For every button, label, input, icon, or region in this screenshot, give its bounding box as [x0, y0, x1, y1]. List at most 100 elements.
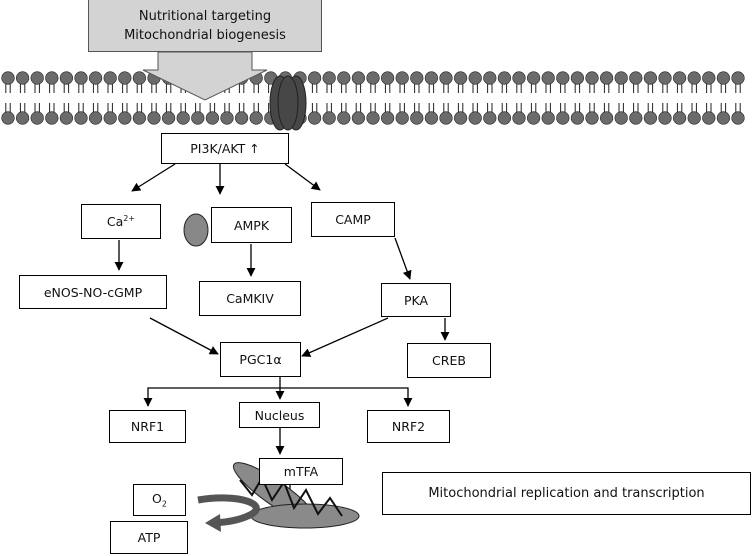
lipid-head [1, 111, 15, 125]
lipid-head [45, 111, 59, 125]
node-atp-label: ATP [137, 530, 161, 545]
node-mtfa-label: mTFA [283, 464, 319, 479]
lipid-head [585, 71, 599, 85]
lipid-head [541, 71, 555, 85]
lipid-head [132, 111, 146, 125]
node-pka: PKA [381, 283, 451, 317]
caption-label: Mitochondrial replication and transcript… [428, 486, 705, 501]
node-pgc1a-label: PGC1α [239, 352, 282, 367]
lipid-head [132, 71, 146, 85]
lipid-head [424, 71, 439, 85]
lipid-head [526, 111, 541, 125]
lipid-head [337, 71, 351, 85]
lipid-head [716, 71, 731, 85]
ampk-oval-shape [183, 213, 209, 247]
node-pgc1a: PGC1α [220, 342, 301, 377]
nutritional-targeting-banner: Nutritional targeting Mitochondrial biog… [88, 0, 322, 52]
arrow-pi3k-to-ca [131, 163, 176, 192]
node-nrf2: NRF2 [367, 410, 450, 443]
lipid-head [629, 111, 643, 125]
arrow-pka-to-pgc [301, 317, 389, 357]
lipid-head [439, 111, 453, 125]
lipid-head [59, 111, 74, 125]
lipid-head [556, 71, 570, 85]
lipid-head [424, 111, 439, 125]
lipid-head [512, 111, 526, 125]
o2-to-atp-curved-arrow [197, 494, 260, 532]
lipid-head [322, 71, 336, 85]
lipid-head [205, 111, 219, 125]
lipid-head [570, 71, 585, 85]
lipid-head [468, 71, 482, 85]
lipid-head [103, 71, 117, 85]
caption-mitochondrial-replication: Mitochondrial replication and transcript… [382, 472, 751, 515]
lipid-head [439, 71, 453, 85]
node-enos-no-cgmp: eNOS-NO-cGMP [19, 275, 167, 309]
arrow-enos-to-pgc [149, 317, 219, 355]
lipid-head [672, 71, 687, 85]
lipid-head [497, 71, 512, 85]
node-nrf2-label: NRF2 [391, 419, 426, 434]
lipid-head [658, 71, 672, 85]
node-creb-label: CREB [432, 353, 466, 368]
lipid-head [147, 111, 161, 125]
lipid-head [497, 111, 512, 125]
lipid-head [643, 71, 658, 85]
lipid-head [381, 71, 395, 85]
lipid-head [162, 111, 176, 125]
lipid-head [526, 71, 541, 85]
lipid-head [191, 111, 205, 125]
lipid-head [614, 111, 628, 125]
lipid-head [45, 71, 59, 85]
node-camkiv-label: CaMKIV [226, 291, 274, 306]
lipid-head [512, 71, 526, 85]
lipid-head [30, 71, 44, 85]
lipid-head [483, 71, 497, 85]
node-camkiv: CaMKIV [199, 281, 301, 316]
lipid-head [351, 71, 366, 85]
membrane-protein-channel [269, 75, 307, 131]
lipid-head [541, 111, 555, 125]
node-pka-label: PKA [403, 292, 429, 308]
node-camp-label: CAMP [335, 212, 371, 227]
o2-subscript: 2 [161, 499, 167, 509]
arrow-camp-to-pka [394, 237, 412, 280]
lipid-head [74, 71, 88, 85]
lipid-head [454, 71, 468, 85]
ca-superscript: 2+ [123, 213, 136, 223]
lipid-head [702, 111, 716, 125]
lipid-head [599, 71, 614, 85]
lipid-head [15, 111, 30, 125]
lipid-head [483, 111, 497, 125]
lipid-head [366, 111, 380, 125]
lipid-head [395, 111, 409, 125]
node-ampk: AMPK [211, 207, 292, 243]
lipid-head [381, 111, 395, 125]
node-pi3k-akt-label: PI3K/AKT ↑ [190, 141, 260, 156]
lipid-head [337, 111, 351, 125]
lipid-head [629, 71, 643, 85]
lipid-head [235, 111, 249, 125]
lipid-head [687, 71, 701, 85]
branch-line [147, 387, 409, 406]
lipid-head [30, 111, 44, 125]
membrane-lipid-tails [5, 83, 741, 113]
banner-line-2: Mitochondrial biogenesis [124, 27, 286, 43]
banner-line-1: Nutritional targeting [138, 8, 272, 24]
lipid-head [468, 111, 482, 125]
o2-text: O [152, 491, 162, 507]
node-ca: Ca2+ [81, 204, 161, 239]
lipid-head [556, 111, 570, 125]
lipid-head [103, 111, 117, 125]
lipid-head [308, 111, 322, 125]
node-nucleus: Nucleus [239, 402, 320, 428]
lipid-head [88, 71, 103, 85]
lipid-head [220, 111, 234, 125]
lipid-head [687, 111, 701, 125]
lipid-head [351, 111, 366, 125]
lipid-head [249, 111, 263, 125]
pathway-arrows [114, 163, 450, 506]
node-nrf1-label: NRF1 [130, 419, 165, 434]
node-nucleus-label: Nucleus [254, 407, 305, 423]
